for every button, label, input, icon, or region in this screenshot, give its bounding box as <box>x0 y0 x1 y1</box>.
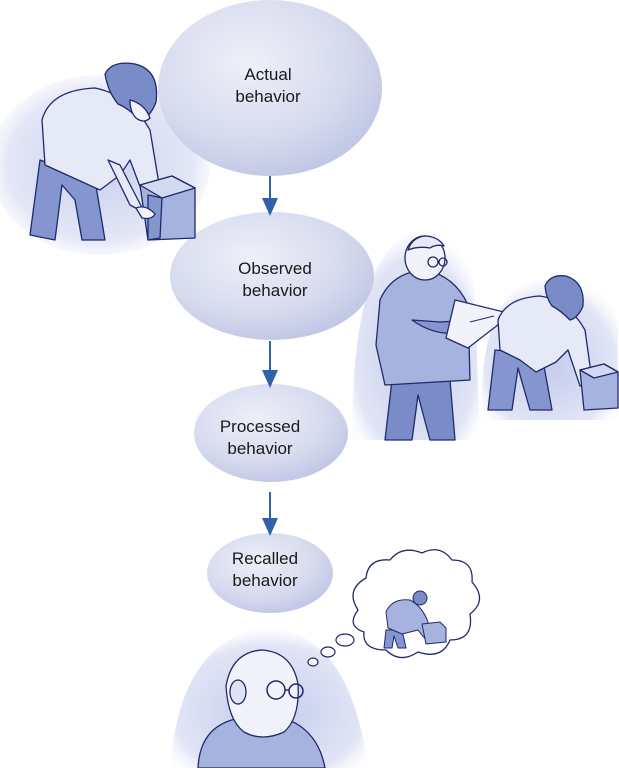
thought-cloud-illustration <box>307 549 481 667</box>
stage-label-recalled: Recalled behavior <box>231 549 299 590</box>
stage-label-observed: Observed behavior <box>238 259 312 300</box>
observer-with-clipboard-illustration <box>375 235 513 441</box>
worker-lifting-box-observed-illustration <box>487 275 619 411</box>
stage-label-actual: Actual behavior <box>235 65 301 106</box>
thought-cloud-worker <box>383 590 447 649</box>
rater-remembering-illustration <box>197 649 326 769</box>
stage-ellipse-processed <box>194 384 348 482</box>
stage-ellipse-recalled <box>207 533 333 613</box>
thought-bubble-medium <box>320 646 336 658</box>
thought-bubble-small <box>307 657 319 667</box>
worker-lifting-box-illustration <box>29 62 196 241</box>
stage-ellipse-observed <box>170 212 374 340</box>
stage-label-processed: Processed behavior <box>219 417 301 458</box>
thought-bubble-large <box>335 633 355 647</box>
stage-ellipse-actual <box>158 0 382 176</box>
